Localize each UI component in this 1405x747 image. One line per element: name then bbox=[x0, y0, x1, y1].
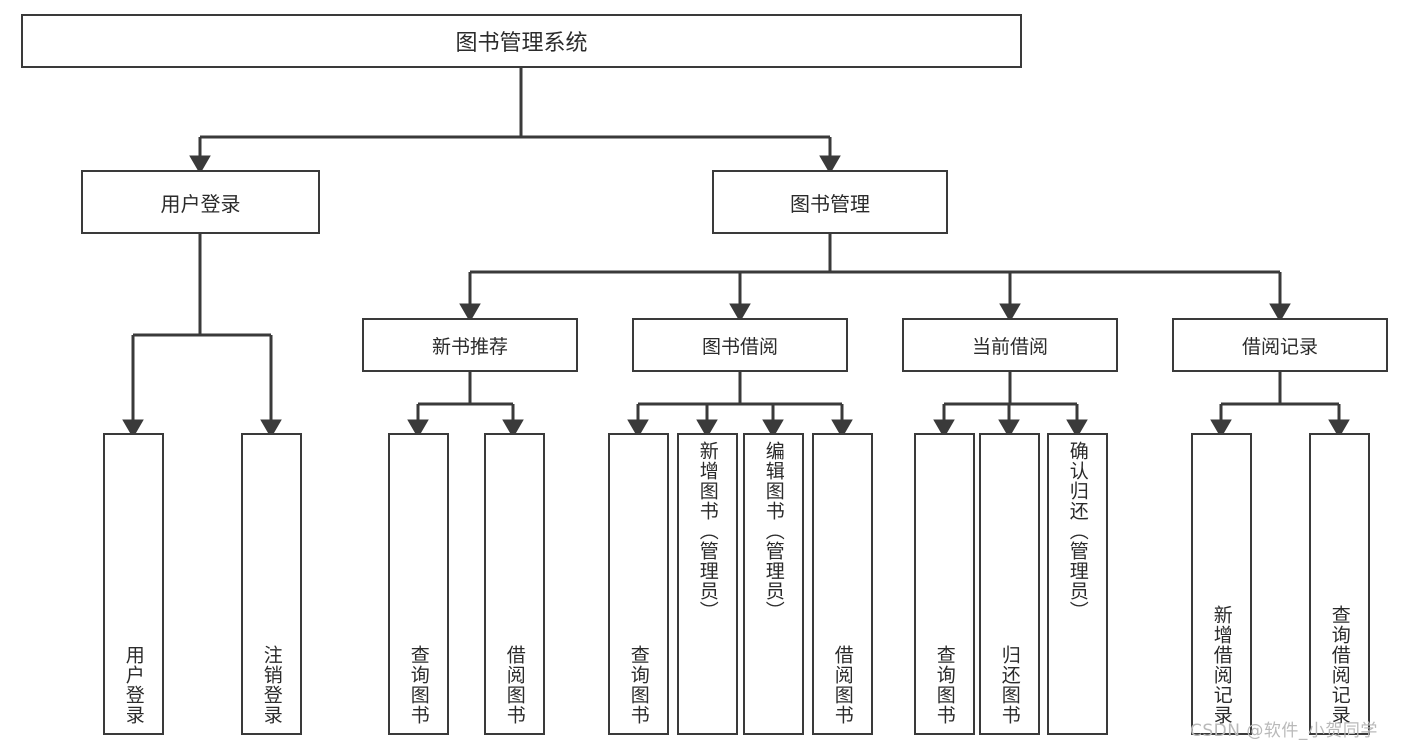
leaf-confirm-return-admin[interactable]: 确认归还（管理员） bbox=[1047, 433, 1108, 735]
node-label: 新书推荐 bbox=[431, 335, 508, 358]
leaf-label: 查询图书 bbox=[933, 645, 956, 725]
node-label: 当前借阅 bbox=[971, 335, 1048, 358]
leaf-query-book-borrow[interactable]: 查询图书 bbox=[608, 433, 669, 735]
leaf-add-book-admin[interactable]: 新增图书（管理员） bbox=[677, 433, 738, 735]
leaf-query-book-current[interactable]: 查询图书 bbox=[914, 433, 975, 735]
node-book-management[interactable]: 图书管理 bbox=[712, 170, 948, 234]
leaf-borrow-book[interactable]: 借阅图书 bbox=[812, 433, 873, 735]
leaf-borrow-book-recommend[interactable]: 借阅图书 bbox=[484, 433, 545, 735]
leaf-label: 归还图书 bbox=[998, 645, 1021, 725]
leaf-logout[interactable]: 注销登录 bbox=[241, 433, 302, 735]
node-current-borrow[interactable]: 当前借阅 bbox=[902, 318, 1118, 372]
node-label: 图书管理 bbox=[790, 191, 870, 216]
node-borrow-record[interactable]: 借阅记录 bbox=[1172, 318, 1388, 372]
leaf-user-login[interactable]: 用户登录 bbox=[103, 433, 164, 735]
node-label: 图书管理系统 bbox=[455, 31, 588, 56]
leaf-label: 新增图书（管理员） bbox=[696, 441, 719, 621]
leaf-label: 新增借阅记录 bbox=[1210, 605, 1233, 725]
node-book-borrow[interactable]: 图书借阅 bbox=[632, 318, 848, 372]
leaf-label: 借阅图书 bbox=[831, 645, 854, 725]
node-new-book-recommend[interactable]: 新书推荐 bbox=[362, 318, 578, 372]
leaf-label: 确认归还（管理员） bbox=[1066, 441, 1089, 621]
node-user-login[interactable]: 用户登录 bbox=[81, 170, 320, 234]
node-label: 借阅记录 bbox=[1241, 335, 1318, 358]
leaf-add-borrow-record[interactable]: 新增借阅记录 bbox=[1191, 433, 1252, 735]
leaf-label: 用户登录 bbox=[122, 645, 145, 725]
watermark: CSDN @软件_小贺同学 bbox=[1190, 721, 1378, 741]
leaf-query-borrow-record[interactable]: 查询借阅记录 bbox=[1309, 433, 1370, 735]
leaf-label: 查询图书 bbox=[627, 645, 650, 725]
leaf-label: 查询借阅记录 bbox=[1328, 605, 1351, 725]
leaf-edit-book-admin[interactable]: 编辑图书（管理员） bbox=[743, 433, 804, 735]
leaf-label: 编辑图书（管理员） bbox=[762, 441, 785, 621]
leaf-query-book-recommend[interactable]: 查询图书 bbox=[388, 433, 449, 735]
leaf-label: 查询图书 bbox=[407, 645, 430, 725]
leaf-label: 借阅图书 bbox=[503, 645, 526, 725]
node-label: 图书借阅 bbox=[701, 335, 778, 358]
leaf-return-book[interactable]: 归还图书 bbox=[979, 433, 1040, 735]
leaf-label: 注销登录 bbox=[260, 645, 283, 725]
node-label: 用户登录 bbox=[160, 191, 241, 216]
node-root-system[interactable]: 图书管理系统 bbox=[21, 14, 1022, 68]
